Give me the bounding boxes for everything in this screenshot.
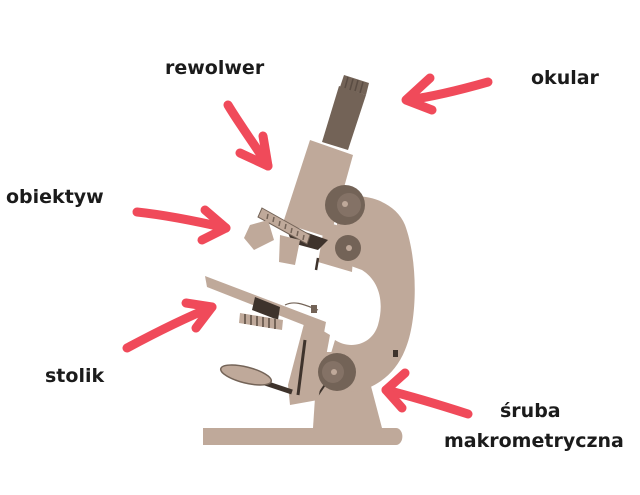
arrow-okular <box>401 73 493 115</box>
arrow-stolik <box>122 298 217 353</box>
rewolwer-nosepiece <box>257 207 311 245</box>
stage-knob <box>239 313 283 330</box>
arrow-rewolwer <box>223 100 273 171</box>
mirror <box>219 364 293 395</box>
okular-eyepiece <box>322 75 369 150</box>
label-rewolwer: rewolwer <box>165 57 265 79</box>
fine-focus-knob <box>335 235 361 261</box>
coarse-knob <box>325 185 365 225</box>
label-makrometryczna: makrometryczna <box>444 430 624 452</box>
label-stolik: stolik <box>45 365 105 387</box>
label-sruba: śruba <box>500 400 561 422</box>
arrow-obiektyw <box>132 205 231 245</box>
label-obiektyw: obiektyw <box>6 186 104 208</box>
obiektyw-objectives <box>244 220 300 265</box>
label-okular: okular <box>531 67 599 89</box>
microscope-base <box>203 428 403 445</box>
microscope <box>203 75 415 445</box>
sruba-makrometryczna-knob <box>318 353 356 391</box>
arrow-sruba <box>381 368 473 419</box>
